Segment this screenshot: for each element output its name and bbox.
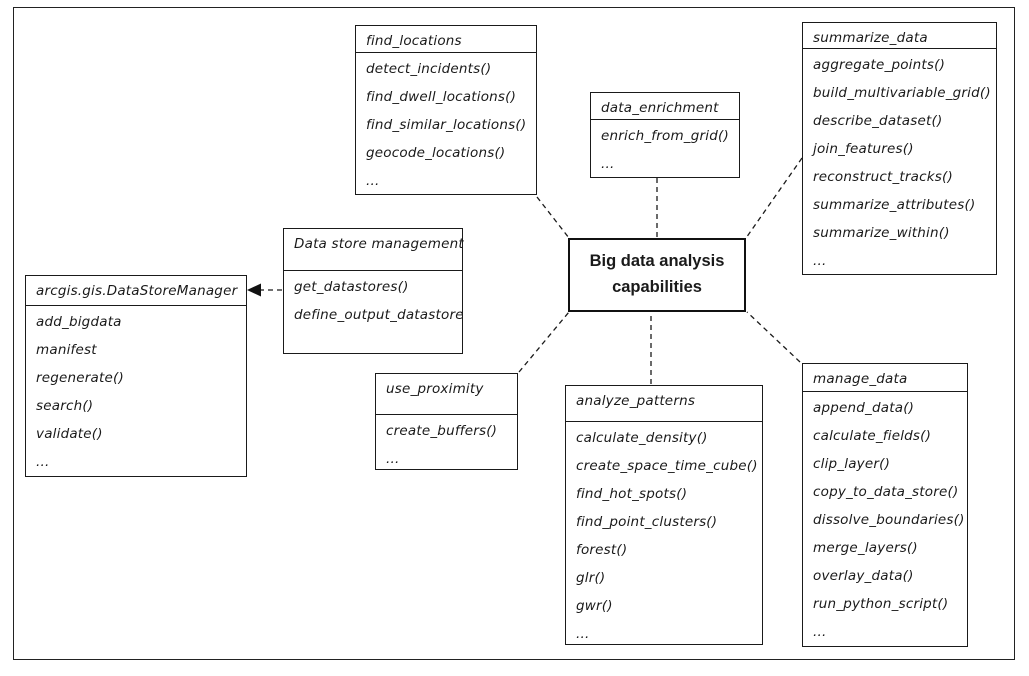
box-title: find_locations [356, 26, 536, 53]
box-use-proximity: use_proximity create_buffers()... [375, 373, 518, 470]
method-item: run_python_script() [813, 596, 949, 612]
box-title: summarize_data [803, 23, 996, 49]
box-data-enrichment: data_enrichment enrich_from_grid()... [590, 92, 740, 178]
box-manage-data: manage_data append_data() calculate_field… [802, 363, 968, 647]
method-item: join_features() [813, 141, 914, 157]
method-item: ... [576, 626, 590, 642]
method-list: aggregate_points() build_multivariable_gr… [803, 49, 996, 275]
method-item: find_dwell_locations() [366, 89, 517, 105]
connector-use-proximity [518, 311, 570, 373]
method-item: build_multivariable_grid() [813, 85, 991, 101]
method-list: enrich_from_grid()... [591, 120, 739, 178]
diagram-outer-border [13, 7, 1015, 660]
method-item: add_bigdata [36, 314, 122, 330]
method-item: summarize_attributes() [813, 197, 976, 213]
method-list: calculate_density() create_space_time_cub… [566, 422, 762, 648]
method-item: create_buffers() [386, 423, 498, 439]
method-list: add_bigdata manifest regenerate() search() v… [26, 306, 246, 476]
box-title: Data store management [284, 229, 464, 271]
method-item: summarize_within() [813, 225, 950, 241]
method-item: enrich_from_grid() [601, 128, 729, 144]
method-item: find_similar_locations() [366, 117, 527, 133]
method-item: search() [36, 398, 94, 414]
method-item: create_space_time_cube() [576, 458, 758, 474]
method-item: dissolve_boundaries() [813, 512, 965, 528]
method-item: regenerate() [36, 370, 124, 386]
method-item: aggregate_points() [813, 57, 946, 73]
method-list: create_buffers()... [376, 415, 517, 473]
method-item: forest() [576, 542, 628, 558]
box-find-locations: find_locations detect_incidents() find_dw… [355, 25, 537, 195]
dependency-arrowhead-icon [247, 283, 261, 297]
box-data-store-management: Data store management get_datastores()de… [283, 228, 464, 354]
method-item: validate() [36, 426, 103, 442]
method-item: glr() [576, 570, 606, 586]
method-item: copy_to_data_store() [813, 484, 959, 500]
method-item: append_data() [813, 400, 915, 416]
box-title: arcgis.gis.DataStoreManager [26, 276, 246, 306]
method-item: find_point_clusters() [576, 514, 718, 530]
method-item: merge_layers() [813, 540, 918, 556]
box-title: manage_data [803, 364, 967, 392]
method-item: ... [601, 156, 615, 172]
method-item: calculate_fields() [813, 428, 932, 444]
box-title: data_enrichment [591, 93, 739, 120]
method-item: reconstruct_tracks() [813, 169, 953, 185]
method-list: detect_incidents() find_dwell_locations()… [356, 53, 536, 195]
method-item: find_hot_spots() [576, 486, 688, 502]
method-item: manifest [36, 342, 97, 358]
method-item: define_output_datastore [294, 307, 464, 323]
center-node-big-data-capabilities: Big data analysis capabilities [568, 238, 746, 312]
box-title: analyze_patterns [566, 386, 762, 422]
method-list: append_data() calculate_fields() clip_laye… [803, 392, 967, 646]
method-item: ... [386, 451, 400, 467]
connector-manage-data [746, 311, 801, 363]
method-item: clip_layer() [813, 456, 891, 472]
method-item: ... [36, 454, 50, 470]
box-analyze-patterns: analyze_patterns calculate_density()crea… [565, 385, 763, 645]
box-title: use_proximity [376, 374, 517, 415]
box-summarize-data: summarize_data aggregate_points() build_m… [802, 22, 997, 275]
method-item: overlay_data() [813, 568, 914, 584]
method-item: detect_incidents() [366, 61, 492, 77]
connector-find-locations [536, 196, 570, 239]
method-item: gwr() [576, 598, 613, 614]
method-item: get_datastores() [294, 279, 409, 295]
connector-summarize-data [745, 157, 803, 239]
method-item: ... [813, 253, 827, 269]
method-list: get_datastores() define_output_datastore [284, 271, 464, 329]
method-item: describe_dataset() [813, 113, 943, 129]
method-item: ... [366, 173, 380, 189]
method-item: geocode_locations() [366, 145, 506, 161]
method-item: ... [813, 624, 827, 640]
method-item: calculate_density() [576, 430, 708, 446]
